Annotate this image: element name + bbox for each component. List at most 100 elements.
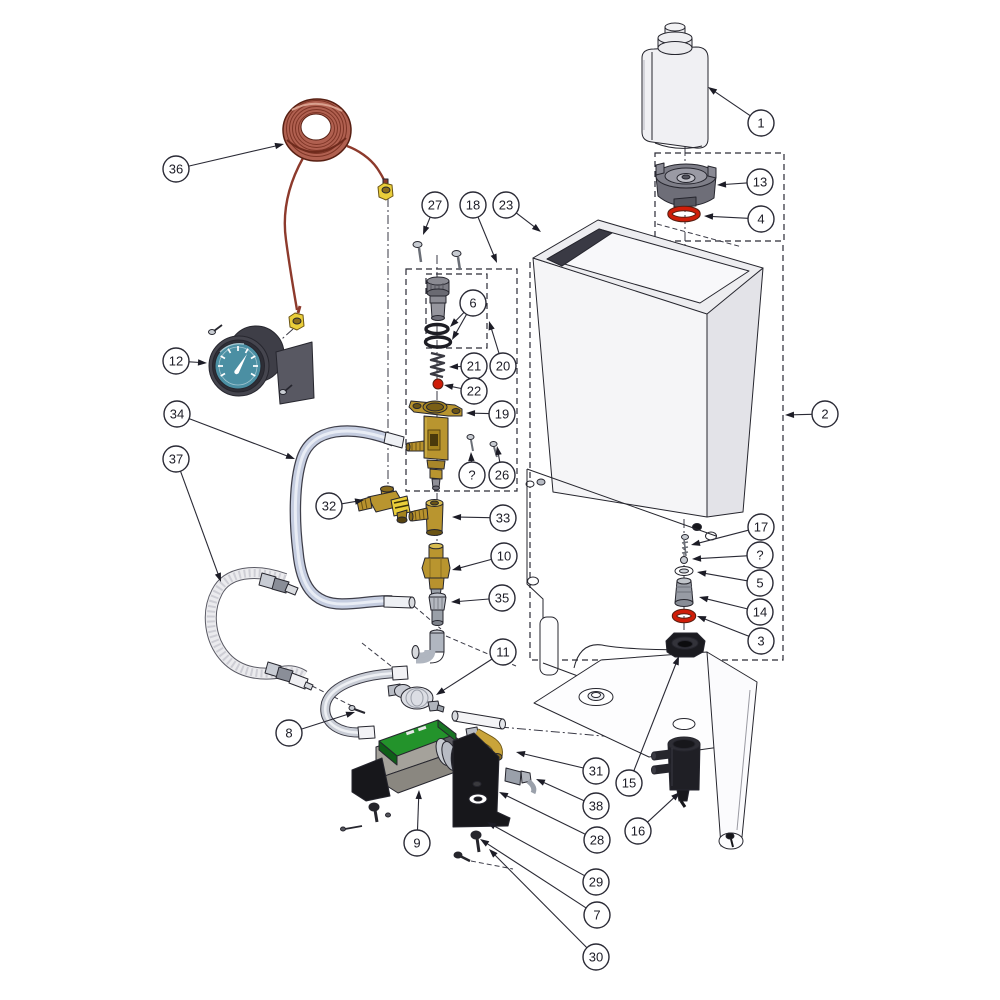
callout-number: 10	[497, 549, 511, 564]
leader-line	[179, 471, 220, 576]
callout-8: 8	[275, 711, 355, 747]
callout-36: 36	[162, 142, 284, 183]
callout-circle	[163, 400, 191, 428]
callout-circle	[746, 569, 774, 597]
callout-circle	[488, 400, 516, 428]
capillary-coil	[282, 98, 387, 311]
arrowhead	[444, 383, 454, 390]
callout-6: 6	[450, 289, 487, 340]
callout-q2: ?	[692, 541, 774, 569]
leader-line	[647, 796, 676, 823]
callout-34: 34	[163, 400, 295, 459]
callout-circle	[162, 155, 190, 183]
gauge-ticks	[218, 346, 258, 377]
callout-number: 1	[757, 116, 764, 131]
callout-circle	[162, 445, 190, 473]
callout-number: ?	[468, 468, 475, 483]
arrowhead	[436, 687, 446, 695]
callout-2: 2	[785, 400, 839, 428]
callout-number: 21	[467, 359, 481, 374]
callout-circle	[488, 584, 516, 612]
callout-circle	[403, 829, 431, 857]
tee-32-barb	[356, 496, 373, 512]
elbow-fitting	[411, 629, 445, 664]
callout-number: 32	[322, 499, 336, 514]
callout-circle	[811, 400, 839, 428]
arrowhead	[468, 452, 475, 462]
callout-circle	[746, 598, 774, 626]
hose-34	[289, 425, 416, 610]
bleed-screw-26	[489, 441, 498, 458]
o-ring-3	[671, 608, 697, 624]
leader-line	[485, 842, 587, 909]
leader-line	[493, 853, 588, 949]
arrowhead	[704, 213, 714, 220]
gauge-bracket	[275, 341, 315, 405]
fitting-38	[504, 767, 537, 795]
leader-line	[454, 312, 465, 323]
callout-circle	[582, 868, 610, 896]
leader-line	[791, 413, 813, 416]
callout-number: 16	[631, 824, 645, 839]
pump-screw-right	[470, 830, 482, 840]
leader-line	[458, 558, 492, 569]
callout-3: 3	[697, 616, 775, 655]
callout-circle	[458, 461, 486, 489]
arrowhead	[449, 363, 459, 370]
gauge-screw-1	[208, 329, 216, 335]
leader-line	[458, 516, 491, 519]
gauge-needle	[234, 354, 247, 374]
callout-number: 31	[589, 764, 603, 779]
callout-circle	[747, 627, 775, 655]
valve-spring-21	[429, 351, 446, 379]
arrowhead	[697, 570, 707, 577]
filter-adapter	[655, 162, 717, 208]
callout-circle	[492, 191, 520, 219]
callout-22: 22	[444, 377, 488, 405]
callout-13: 13	[717, 168, 774, 196]
pump-cover-front	[378, 740, 398, 766]
callout-circle	[421, 191, 449, 219]
leader-line	[416, 796, 420, 831]
callout-number: 6	[469, 296, 476, 311]
callout-number: 34	[170, 407, 184, 422]
callout-circle	[459, 191, 487, 219]
leader-line	[188, 145, 278, 167]
pressure-gauge	[208, 324, 315, 405]
hose-37	[204, 567, 314, 691]
grommet-15	[665, 632, 706, 658]
valve-plug	[426, 276, 450, 321]
tee-valve-32	[356, 485, 411, 524]
leader-line	[723, 182, 748, 186]
arrowhead	[345, 711, 355, 718]
tee-33	[408, 499, 444, 536]
callout-number: 36	[169, 162, 183, 177]
callout-layer: 1134223182736123437620212219?26323310351…	[162, 87, 839, 971]
tank-screw	[536, 478, 546, 486]
callout-number: 15	[622, 776, 636, 791]
drain-screw-17	[681, 534, 689, 557]
callout-circle	[489, 638, 517, 666]
hose-37-nut-top	[271, 577, 290, 594]
outlet-tube	[451, 710, 506, 730]
callout-circle	[582, 943, 610, 971]
leader-line	[703, 617, 750, 637]
arrowhead	[274, 142, 284, 150]
leader-line	[713, 90, 751, 117]
u-tube-8	[320, 665, 409, 740]
pump-screw-left	[368, 802, 380, 812]
callout-number: 37	[169, 452, 183, 467]
pump-9	[340, 719, 511, 863]
callout-30: 30	[489, 849, 610, 971]
hose-34-connector-bottom	[383, 595, 413, 609]
callout-number: ?	[756, 548, 763, 563]
arrowhead	[672, 656, 679, 666]
callout-number: 30	[589, 950, 603, 965]
callout-circle	[747, 513, 775, 541]
callout-number: 28	[590, 833, 604, 848]
arrowhead	[466, 410, 476, 417]
arrowhead	[487, 822, 497, 830]
callout-circle	[489, 504, 517, 532]
callout-17: 17	[691, 513, 775, 546]
